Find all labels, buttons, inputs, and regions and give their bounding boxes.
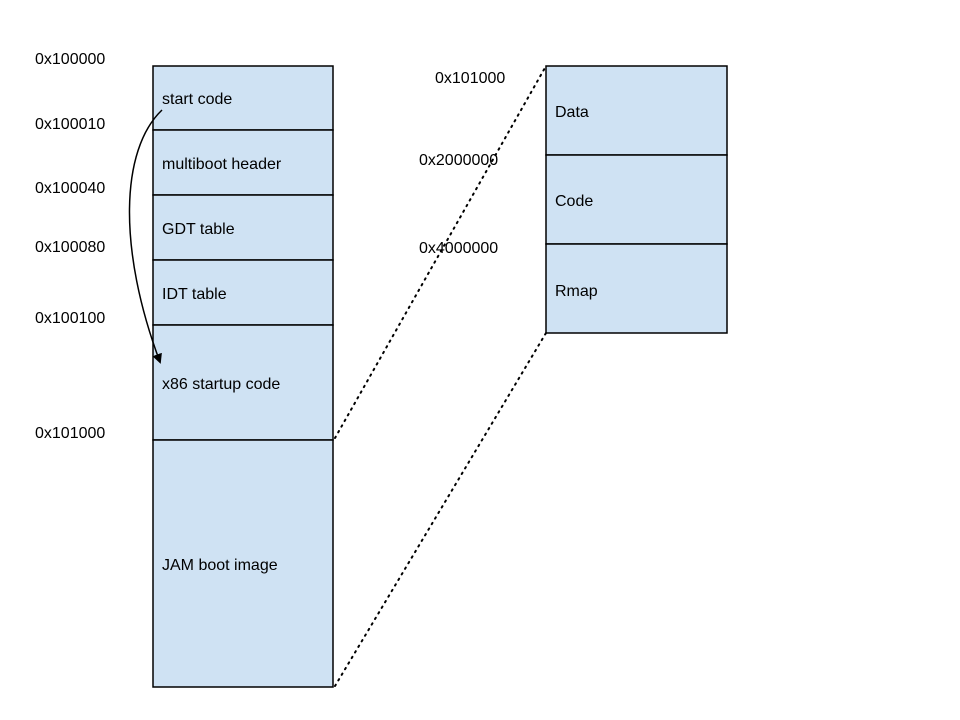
dotted-connector-top (334, 65, 547, 439)
right-memory-column: Data Code Rmap (545, 65, 728, 334)
segment-multiboot-header (152, 129, 334, 196)
dotted-connector-bottom (334, 332, 547, 687)
segment-gdt-table-label: GDT table (162, 221, 235, 238)
address-label: 0x100000 (35, 51, 105, 68)
address-label: 0x100040 (35, 180, 105, 197)
segment-jam-boot-image-label: JAM boot image (162, 557, 278, 574)
address-label: 0x100100 (35, 310, 105, 327)
address-label: 0x100080 (35, 239, 105, 256)
jump-arrow (128, 109, 163, 364)
address-label: 0x101000 (435, 70, 505, 87)
segment-start-code-label: start code (162, 91, 232, 108)
segment-rmap-label: Rmap (555, 283, 598, 300)
segment-idt-table-label: IDT table (162, 286, 227, 303)
address-label: 0x4000000 (419, 240, 498, 257)
address-label: 0x100010 (35, 116, 105, 133)
segment-x86-startup-code (152, 324, 334, 441)
segment-multiboot-header-label: multiboot header (162, 156, 282, 173)
zoom-connector-lines (334, 65, 547, 687)
address-label: 0x2000000 (419, 152, 498, 169)
segment-gdt-table (152, 194, 334, 261)
segment-jam-boot-image (152, 439, 334, 688)
segment-rmap (545, 243, 728, 334)
right-address-labels: 0x101000 0x2000000 0x4000000 (419, 70, 505, 257)
segment-code (545, 154, 728, 245)
address-label: 0x101000 (35, 425, 105, 442)
left-address-labels: 0x100000 0x100010 0x100040 0x100080 0x10… (35, 51, 105, 442)
segment-x86-startup-code-label: x86 startup code (162, 376, 280, 393)
segment-start-code (152, 65, 334, 131)
segment-idt-table (152, 259, 334, 326)
segment-code-label: Code (555, 193, 593, 210)
left-memory-column: start code multiboot header GDT table ID… (152, 65, 334, 688)
segment-data-label: Data (555, 104, 589, 121)
